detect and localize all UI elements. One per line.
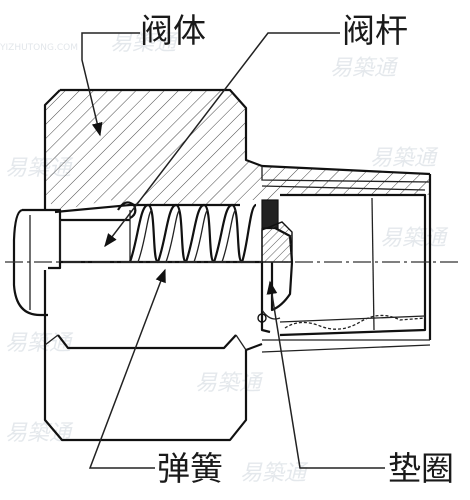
- label-valve-stem: 阀杆: [342, 11, 408, 50]
- leader-lines: [81, 32, 385, 469]
- watermark-brand: 易築通: [240, 461, 309, 486]
- label-valve-body: 阀体: [140, 11, 206, 50]
- watermark-brand: 易築通: [110, 31, 179, 56]
- label-gasket: 垫圈: [388, 449, 454, 488]
- watermark-brand: 易築通: [195, 371, 264, 396]
- label-spring: 弹簧: [157, 449, 223, 488]
- leader-valve-body: [81, 32, 140, 137]
- watermark-brand: 易築通: [5, 421, 74, 446]
- spring: [117, 201, 257, 264]
- leader-spring: [88, 268, 166, 469]
- watermark-brand: 易築通: [370, 146, 439, 171]
- watermark-brand: 易築通: [380, 226, 449, 251]
- watermark: 易築通 YIZHUTONG.COM 易築通 易築通 易築通 易築通 易築通 易築…: [0, 31, 449, 486]
- watermark-site: YIZHUTONG.COM: [0, 43, 78, 53]
- leader-gasket: [266, 280, 385, 469]
- leader-valve-stem: [104, 32, 340, 248]
- watermark-brand: 易築通: [330, 56, 399, 81]
- hex-nut: [43, 270, 263, 442]
- valve-body-section: [43, 88, 432, 353]
- watermark-brand: 易築通: [5, 331, 74, 356]
- gasket: [257, 199, 294, 323]
